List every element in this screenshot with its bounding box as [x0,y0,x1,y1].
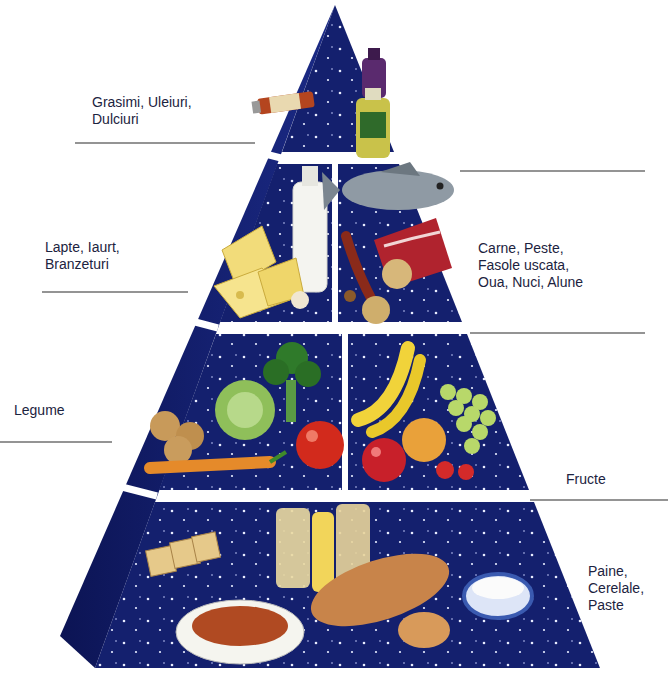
food-group-label: Paine, Cerelale, Paste [588,563,656,614]
food-group-label: Lapte, Iaurt, Branzeturi [45,239,137,273]
food-group-label: Fructe [566,471,646,488]
food-group-label: Carne, Peste, Fasole uscata, Oua, Nuci, … [478,240,603,291]
food-group-label: Grasimi, Uleiuri, Dulciuri [92,94,214,128]
food-group-label: Legume [14,402,94,419]
